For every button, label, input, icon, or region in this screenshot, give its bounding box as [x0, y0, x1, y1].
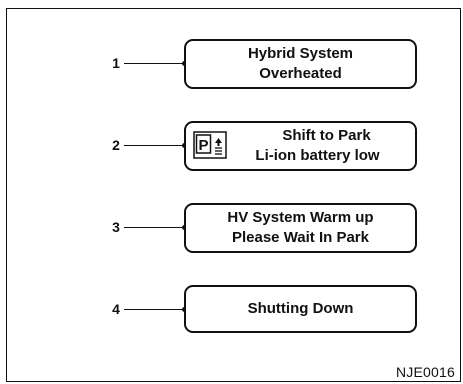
leader-line-2 — [124, 142, 187, 148]
leader-line-4 — [124, 306, 187, 312]
figure-code: NJE0016 — [396, 364, 455, 380]
message-line-1: Shutting Down — [247, 300, 354, 317]
message-line-1: Hybrid System — [247, 45, 354, 62]
leader-line-1 — [124, 60, 187, 66]
callout-number-1: 1 — [112, 55, 120, 71]
message-line-1: HV System Warm up — [227, 209, 374, 226]
callout-number-2: 2 — [112, 137, 120, 153]
message-hv-warm-up: HV System Warm up Please Wait In Park — [184, 203, 417, 253]
park-icon-letter: P — [198, 137, 208, 154]
message-line-2: Li-ion battery low — [255, 147, 380, 164]
message-shutting-down: Shutting Down — [184, 285, 417, 333]
message-line-1: Shift to Park — [282, 127, 371, 144]
callout-number-3: 3 — [112, 219, 120, 235]
message-hybrid-overheated: Hybrid System Overheated — [184, 39, 417, 89]
callout-number-4: 4 — [112, 301, 120, 317]
park-shift-icon: P — [193, 131, 227, 159]
message-shift-to-park: P Shift to Park Li-ion battery low — [184, 121, 417, 171]
message-line-2: Please Wait In Park — [231, 229, 369, 246]
leader-line-3 — [124, 224, 187, 230]
message-line-2: Overheated — [259, 65, 342, 82]
